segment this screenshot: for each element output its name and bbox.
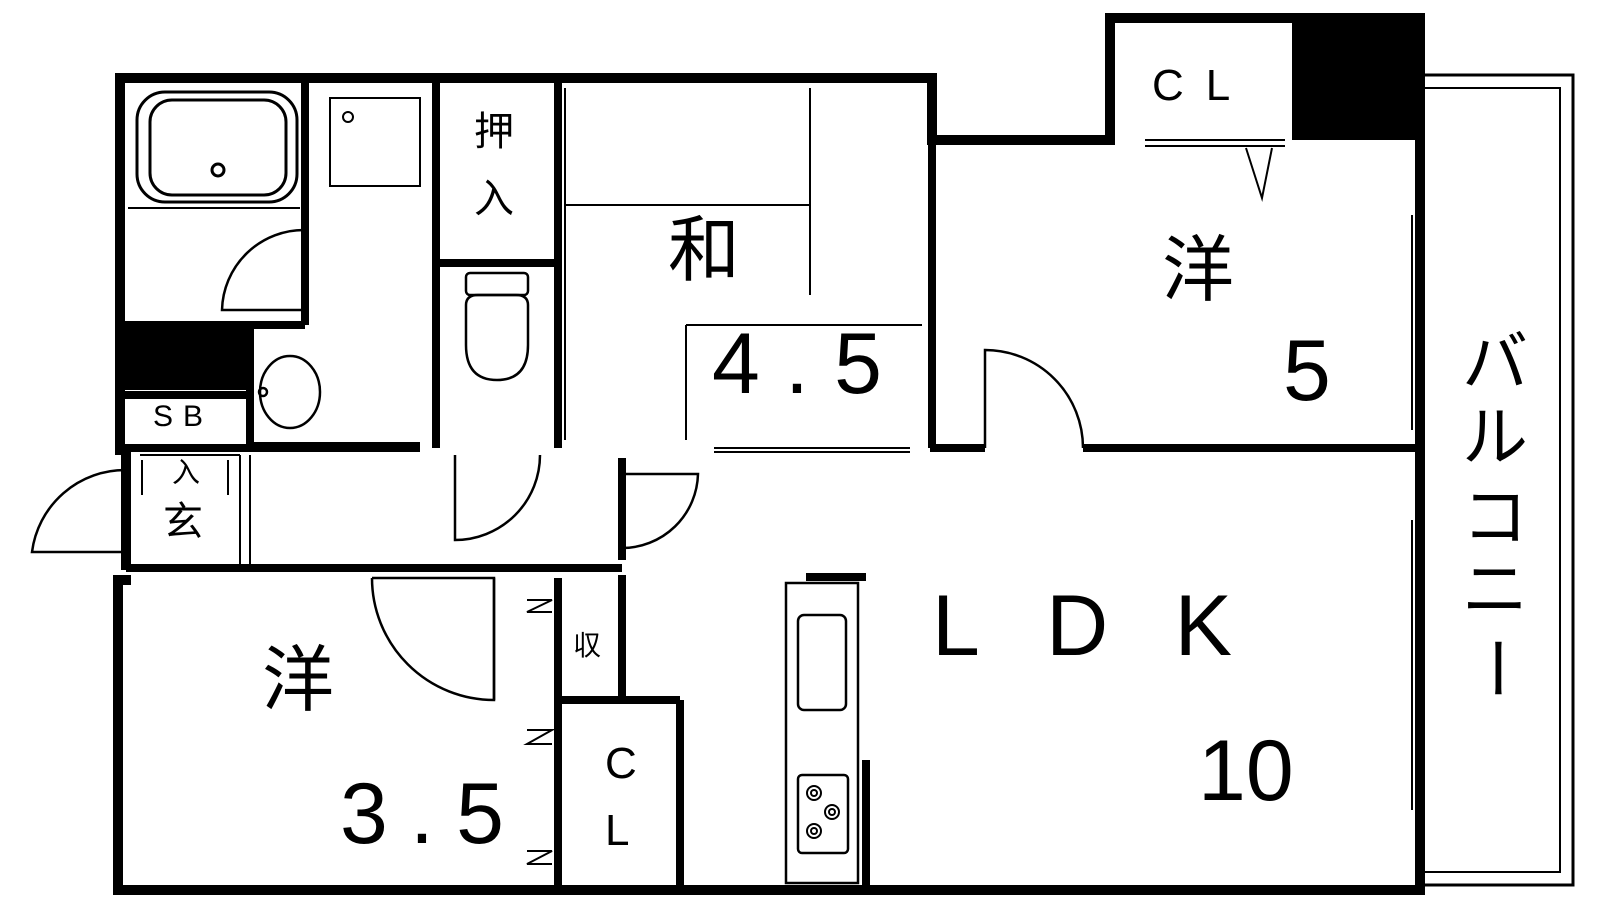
closet-door-marks <box>523 147 1273 865</box>
entrance-label: 玄 <box>163 499 203 545</box>
balcony-char: コ <box>1462 479 1528 556</box>
room-size-washitsu: 4.5 <box>712 316 882 412</box>
closet-label-bottom-l: L <box>605 806 651 855</box>
bathtub-icon <box>135 90 299 204</box>
entrance-marker <box>141 460 229 495</box>
balcony-char: ニ <box>1462 551 1528 628</box>
entrance-arrow-label: 入 <box>172 456 200 489</box>
oshiire-label-1: 押 <box>474 109 514 155</box>
shoebox-label: SB <box>153 400 213 433</box>
storage-label: 収 <box>573 629 601 662</box>
door-swings <box>30 228 1085 702</box>
balcony-char: ー <box>1457 635 1534 701</box>
kitchen-counter <box>784 581 860 885</box>
stove-icon <box>806 785 840 839</box>
washer-pan-icon <box>329 97 421 187</box>
balcony-char: バ <box>1462 324 1528 401</box>
room-kanji-western-5: 洋 <box>1162 228 1234 312</box>
room-name-ldk: LDK <box>932 578 1232 674</box>
interior-walls <box>123 78 1420 890</box>
oshiire-label-2: 入 <box>474 176 514 222</box>
wall-block <box>1292 18 1420 140</box>
wall-block-left <box>123 325 250 390</box>
balcony-label: バ ル コ ニ ー <box>1457 324 1534 701</box>
closet-label-top: CL <box>1152 61 1252 110</box>
room-kanji-washitsu: 和 <box>668 208 740 292</box>
room-kanji-western-35: 洋 <box>262 638 334 722</box>
room-size-western-35: 3.5 <box>340 766 504 862</box>
room-size-western-5: 5 <box>1283 323 1331 419</box>
room-size-ldk: 10 <box>1198 723 1294 819</box>
balcony-char: ル <box>1462 399 1528 476</box>
thin-lines <box>140 88 1413 810</box>
closet-label-bottom-c: C <box>605 739 659 788</box>
washbasin-icon <box>257 354 322 430</box>
toilet-icon <box>464 271 530 382</box>
